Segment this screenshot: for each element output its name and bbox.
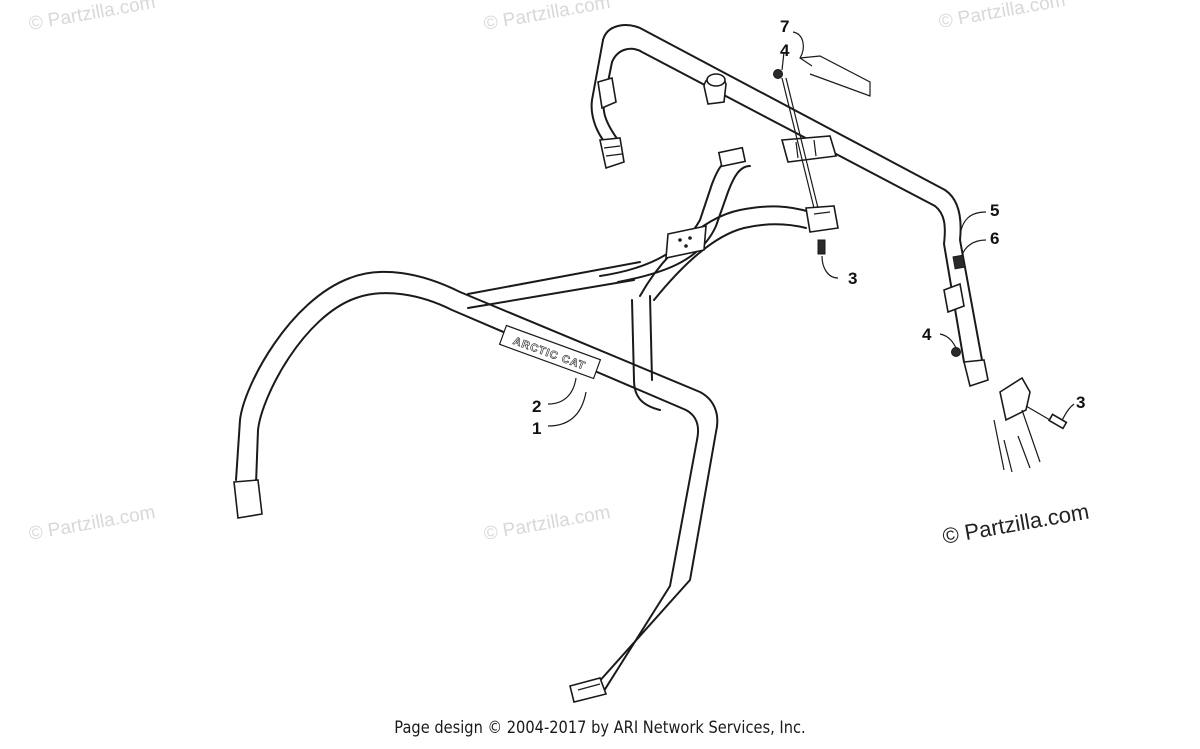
footer-copyright: Page design © 2004-2017 by ARI Network S… xyxy=(394,718,806,738)
callout-4-top: 4 xyxy=(780,41,790,60)
callout-3-center: 3 xyxy=(848,269,857,288)
callout-labels: 7 4 3 5 6 4 3 2 1 xyxy=(532,17,1085,438)
bolt-right xyxy=(1047,413,1068,430)
watermark-main: © Partzilla.com xyxy=(941,499,1091,549)
callout-7: 7 xyxy=(780,17,789,36)
watermark-top-center: © Partzilla.com xyxy=(482,0,612,35)
callout-1: 1 xyxy=(532,419,541,438)
callout-6: 6 xyxy=(990,229,999,248)
watermark-top-right: © Partzilla.com xyxy=(937,0,1067,33)
rear-mount-post xyxy=(993,376,1041,473)
callout-leaders xyxy=(547,31,1075,427)
rear-roll-bar xyxy=(590,24,989,388)
front-roll-bar xyxy=(233,146,839,703)
watermark-bottom-left: © Partzilla.com xyxy=(27,502,157,545)
hardware xyxy=(773,69,1068,430)
arctic-cat-decal: ARCTIC CAT xyxy=(498,324,602,380)
nut-top xyxy=(773,69,783,79)
watermark-top-left: © Partzilla.com xyxy=(27,0,157,35)
nut-right xyxy=(951,347,961,357)
callout-4-right: 4 xyxy=(922,325,932,344)
watermark-bottom-center: © Partzilla.com xyxy=(482,502,612,545)
callout-5: 5 xyxy=(990,201,999,220)
callout-3-right: 3 xyxy=(1076,393,1085,412)
callout-2: 2 xyxy=(532,397,541,416)
bolt-center xyxy=(817,239,826,255)
watermark-group: © Partzilla.com © Partzilla.com © Partzi… xyxy=(27,0,1067,545)
